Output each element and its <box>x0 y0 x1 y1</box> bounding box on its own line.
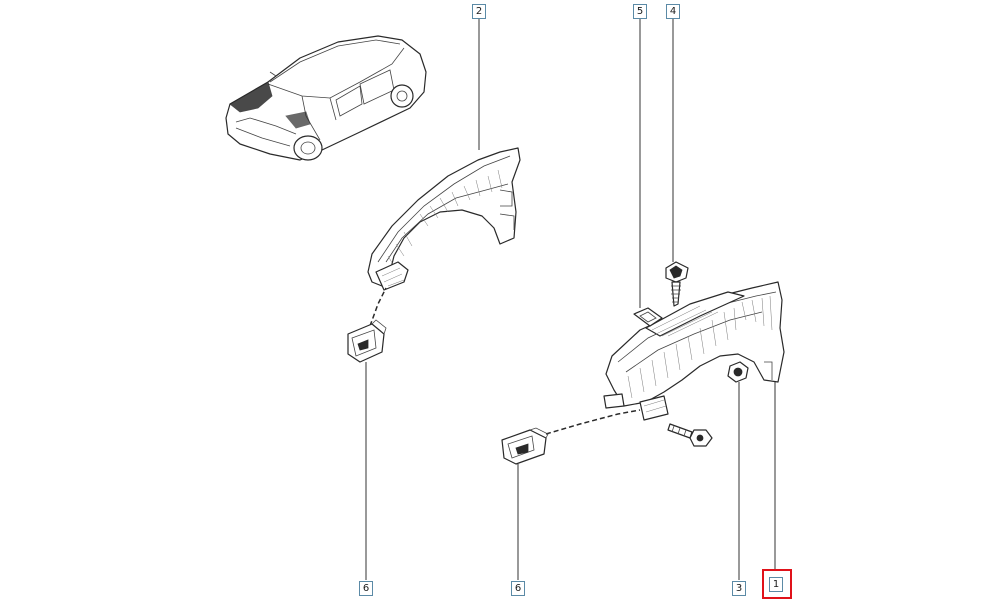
callout-3[interactable]: 3 <box>732 581 746 596</box>
connector-right <box>545 409 641 435</box>
callout-1[interactable]: 1 <box>769 577 783 592</box>
lower-screw-drawing <box>667 423 713 447</box>
fender-left-drawing <box>367 147 521 291</box>
selected-callout-highlight <box>762 569 792 599</box>
fender-nut-drawing <box>727 361 749 383</box>
car-overview <box>225 35 427 161</box>
callout-5[interactable]: 5 <box>633 4 647 19</box>
callout-6a[interactable]: 6 <box>359 581 373 596</box>
bracket-right-drawing <box>501 427 549 465</box>
callout-6b[interactable]: 6 <box>511 581 525 596</box>
fender-right-drawing <box>603 281 785 421</box>
callout-4[interactable]: 4 <box>666 4 680 19</box>
fender-bolt-drawing <box>665 261 689 307</box>
clip-nut-drawing <box>633 307 663 327</box>
callout-2[interactable]: 2 <box>472 4 486 19</box>
connector-left <box>369 287 387 327</box>
bracket-left-drawing <box>347 319 387 363</box>
